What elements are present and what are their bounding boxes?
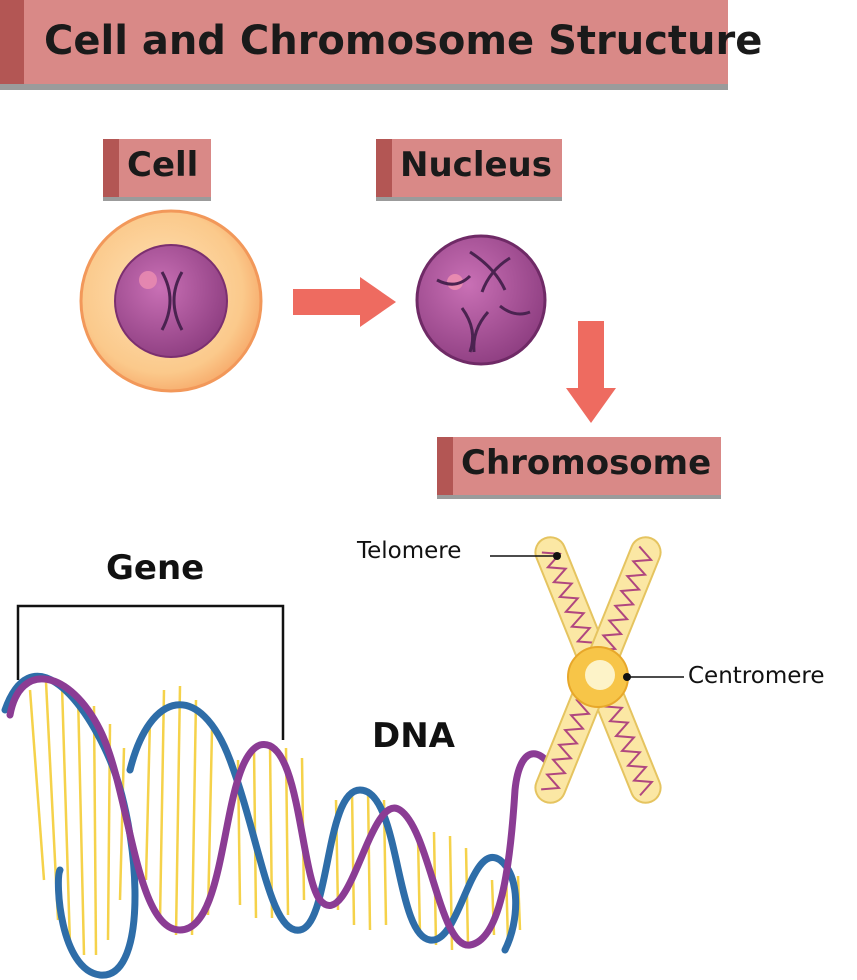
nucleus-icon	[415, 234, 547, 366]
nucleus-tag: Nucleus	[376, 139, 562, 201]
chromosome-icon	[534, 536, 662, 804]
cell-icon	[79, 209, 263, 393]
dna-label: DNA	[372, 716, 455, 756]
cell-label: Cell	[127, 145, 199, 185]
arrow-right-icon	[293, 277, 396, 327]
page-title: Cell and Chromosome Structure	[44, 18, 763, 64]
cell-tag: Cell	[103, 139, 211, 201]
title-banner-accent	[0, 0, 24, 84]
cell-tag-accent	[103, 139, 119, 197]
nucleus-label: Nucleus	[400, 145, 552, 185]
telomere-label: Telomere	[357, 538, 462, 564]
arrow-down-icon	[566, 321, 616, 423]
telomere-pointer	[490, 552, 561, 560]
title-banner: Cell and Chromosome Structure	[0, 0, 762, 90]
dna-helix-icon	[1, 672, 564, 979]
centromere-pointer	[623, 673, 684, 681]
chromosome-tag: Chromosome	[437, 437, 721, 499]
gene-label: Gene	[106, 548, 205, 588]
gene-bracket	[16, 604, 285, 740]
chromosome-tag-accent	[437, 437, 453, 495]
nucleus-tag-accent	[376, 139, 392, 197]
centromere-label: Centromere	[688, 663, 825, 689]
chromosome-label: Chromosome	[461, 443, 712, 483]
